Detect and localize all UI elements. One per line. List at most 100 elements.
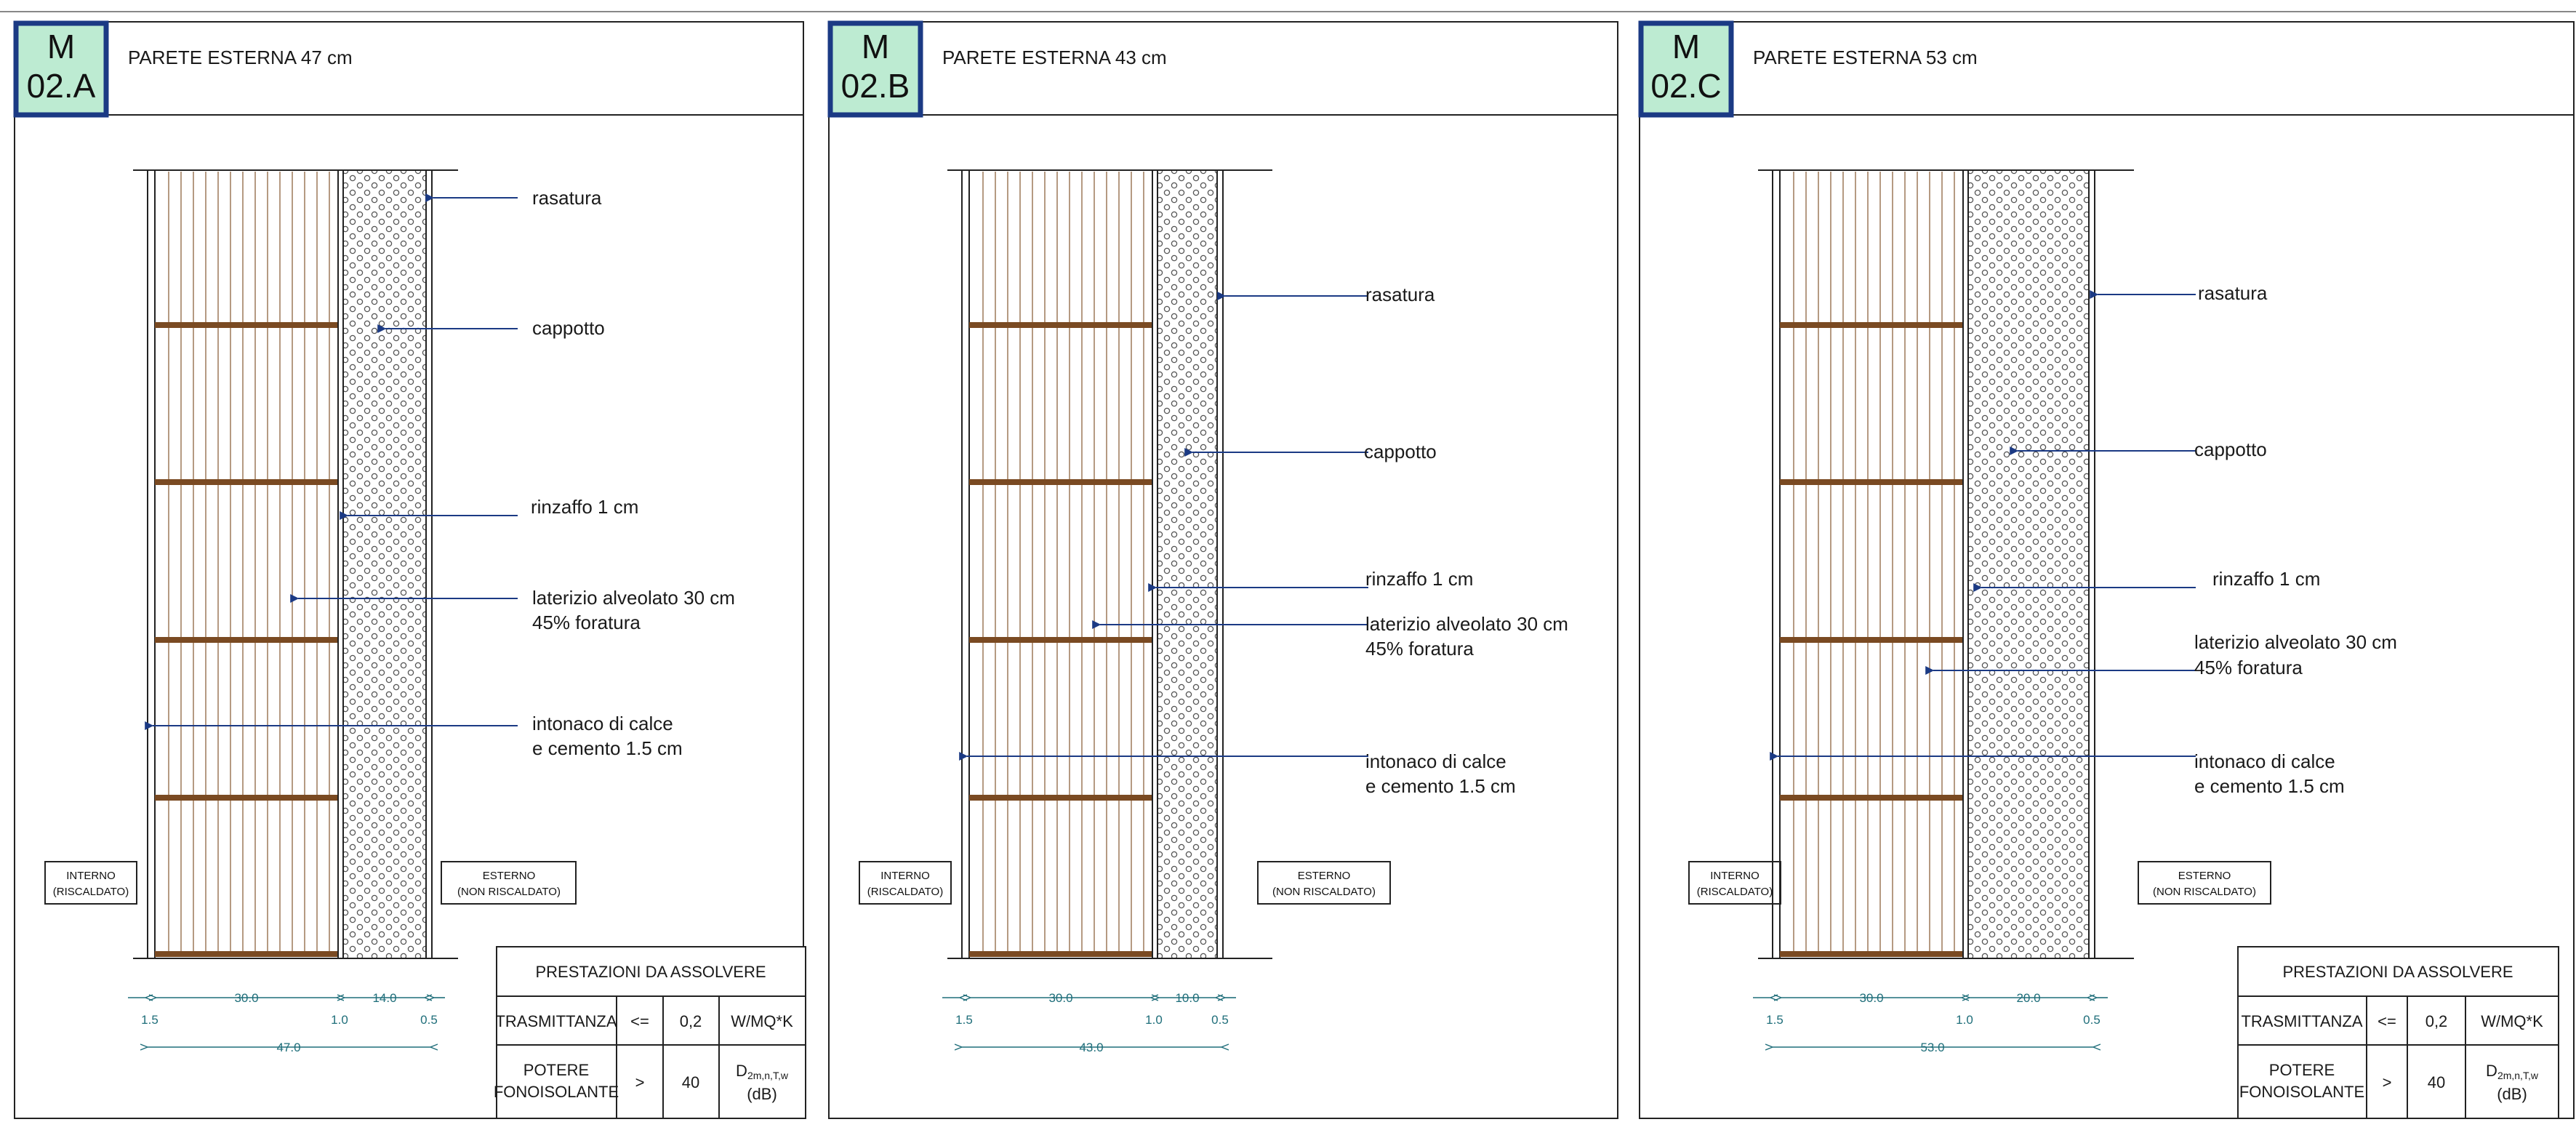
mortar-bands xyxy=(969,322,1152,957)
trasmittanza-unit: W/MQ*K xyxy=(2481,1012,2543,1030)
brick-layer xyxy=(154,169,339,959)
trasmittanza-op: <= xyxy=(630,1012,649,1030)
render-layer xyxy=(1962,169,1969,959)
fono-unit-2: (dB) xyxy=(2497,1085,2527,1103)
fono-unit: D2m,n,T,w xyxy=(736,1062,789,1081)
interno-box xyxy=(1688,861,1781,905)
performance-table: PRESTAZIONI DA ASSOLVERE TRASMITTANZA <=… xyxy=(2237,946,2559,1119)
panel-m02b: M 02.B PARETE ESTERNA 43 cm xyxy=(827,20,1618,1119)
label-rinzaffo: rinzaffo 1 cm xyxy=(2212,568,2320,590)
fono-name-1: POTERE xyxy=(523,1061,589,1079)
dim-insulation: 14.0 xyxy=(372,991,396,1005)
fono-unit-main: D xyxy=(2486,1062,2497,1080)
finish-layer xyxy=(425,169,433,959)
interno-line-2: (RISCALDATO) xyxy=(1697,886,1773,898)
mortar-bands xyxy=(1780,322,1963,957)
interno-line-1: INTERNO xyxy=(66,870,116,882)
label-rasatura: rasatura xyxy=(2198,282,2268,304)
dim-insulation: 20.0 xyxy=(2016,991,2040,1005)
code-line-1: M xyxy=(47,28,75,65)
table-header: PRESTAZIONI DA ASSOLVERE xyxy=(2282,963,2513,981)
label-laterizio-1: laterizio alveolato 30 cm xyxy=(1365,613,1568,635)
dim-mid: 1.0 xyxy=(1956,1013,1973,1027)
fono-name-2: FONOISOLANTE xyxy=(494,1083,619,1101)
fono-name-2: FONOISOLANTE xyxy=(2239,1083,2364,1101)
esterno-line-2: (NON RISCALDATO) xyxy=(1272,886,1376,898)
label-laterizio-2: 45% foratura xyxy=(2194,657,2303,678)
trasmittanza-value: 0,2 xyxy=(2425,1012,2448,1030)
code-box xyxy=(13,20,109,118)
code-line-2: 02.C xyxy=(1650,67,1721,105)
dim-brick: 30.0 xyxy=(1859,991,1883,1005)
brick-lines xyxy=(982,172,1144,957)
code-line-2: 02.B xyxy=(841,67,910,105)
fono-unit-main: D xyxy=(736,1062,747,1080)
fono-unit-sub: 2m,n,T,w xyxy=(747,1070,789,1081)
label-laterizio-1: laterizio alveolato 30 cm xyxy=(532,587,735,609)
render-layer xyxy=(337,169,344,959)
code-line-1: M xyxy=(862,28,889,65)
trasmittanza-unit: W/MQ*K xyxy=(731,1012,793,1030)
insulation-layer xyxy=(1157,169,1218,959)
interno-line-2: (RISCALDATO) xyxy=(867,886,943,898)
dimension-lines xyxy=(1753,998,2108,1047)
panel-m02a: M 02.A PARETE ESTERNA 47 cm xyxy=(13,20,806,1119)
label-intonaco-1: intonaco di calce xyxy=(532,713,673,734)
finish-layer xyxy=(1216,169,1224,959)
brick-lines xyxy=(168,172,330,957)
fono-name-1: POTERE xyxy=(2269,1061,2335,1079)
dim-right: 0.5 xyxy=(2083,1013,2100,1027)
trasmittanza-value: 0,2 xyxy=(680,1012,702,1030)
plaster-layer xyxy=(961,169,970,959)
code-line-1: M xyxy=(1672,28,1700,65)
dim-right: 0.5 xyxy=(1211,1013,1229,1027)
label-cappotto: cappotto xyxy=(532,317,605,339)
label-laterizio-2: 45% foratura xyxy=(532,612,641,633)
mortar-bands xyxy=(155,322,338,957)
panel-frame xyxy=(828,21,1618,1119)
dimension-lines xyxy=(942,998,1236,1047)
finish-layer xyxy=(2088,169,2095,959)
leader-lines xyxy=(1770,290,2196,761)
esterno-box xyxy=(441,861,577,905)
dim-mid: 1.0 xyxy=(331,1013,348,1027)
brick-lines xyxy=(1793,172,1955,957)
interno-line-2: (RISCALDATO) xyxy=(53,886,129,898)
label-rinzaffo: rinzaffo 1 cm xyxy=(1365,568,1473,590)
panel-frame xyxy=(1639,21,2575,1119)
leader-lines xyxy=(145,193,518,730)
fono-unit-2: (dB) xyxy=(747,1085,777,1103)
dim-total: 43.0 xyxy=(1079,1041,1103,1054)
label-laterizio-2: 45% foratura xyxy=(1365,638,1474,660)
insulation-layer xyxy=(1967,169,2090,959)
brick-layer xyxy=(968,169,1153,959)
interno-line-1: INTERNO xyxy=(880,870,930,882)
render-layer xyxy=(1152,169,1158,959)
dim-mid: 1.0 xyxy=(1145,1013,1163,1027)
insulation-layer xyxy=(342,169,427,959)
label-cappotto: cappotto xyxy=(1364,441,1437,462)
dim-total: 53.0 xyxy=(1920,1041,1944,1054)
dimension-lines xyxy=(128,998,445,1047)
label-intonaco-2: e cemento 1.5 cm xyxy=(532,737,683,759)
esterno-box xyxy=(2138,861,2271,905)
fono-value: 40 xyxy=(682,1073,699,1091)
leader-lines xyxy=(959,292,1368,761)
dim-left: 1.5 xyxy=(955,1013,973,1027)
dim-left: 1.5 xyxy=(141,1013,159,1027)
panel-frame xyxy=(14,21,804,1119)
plaster-layer xyxy=(147,169,156,959)
trasmittanza-name: TRASMITTANZA xyxy=(495,1012,617,1030)
dim-insulation: 10.0 xyxy=(1175,991,1199,1005)
label-rinzaffo: rinzaffo 1 cm xyxy=(531,496,638,518)
brick-layer xyxy=(1779,169,1964,959)
plaster-layer xyxy=(1772,169,1781,959)
dim-total: 47.0 xyxy=(276,1041,300,1054)
esterno-box xyxy=(1257,861,1391,905)
label-cappotto: cappotto xyxy=(2194,438,2267,460)
performance-table: PRESTAZIONI DA ASSOLVERE TRASMITTANZA <=… xyxy=(494,946,806,1119)
label-rasatura: rasatura xyxy=(1365,284,1435,305)
esterno-line-1: ESTERNO xyxy=(1298,870,1351,882)
esterno-line-2: (NON RISCALDATO) xyxy=(2153,886,2256,898)
